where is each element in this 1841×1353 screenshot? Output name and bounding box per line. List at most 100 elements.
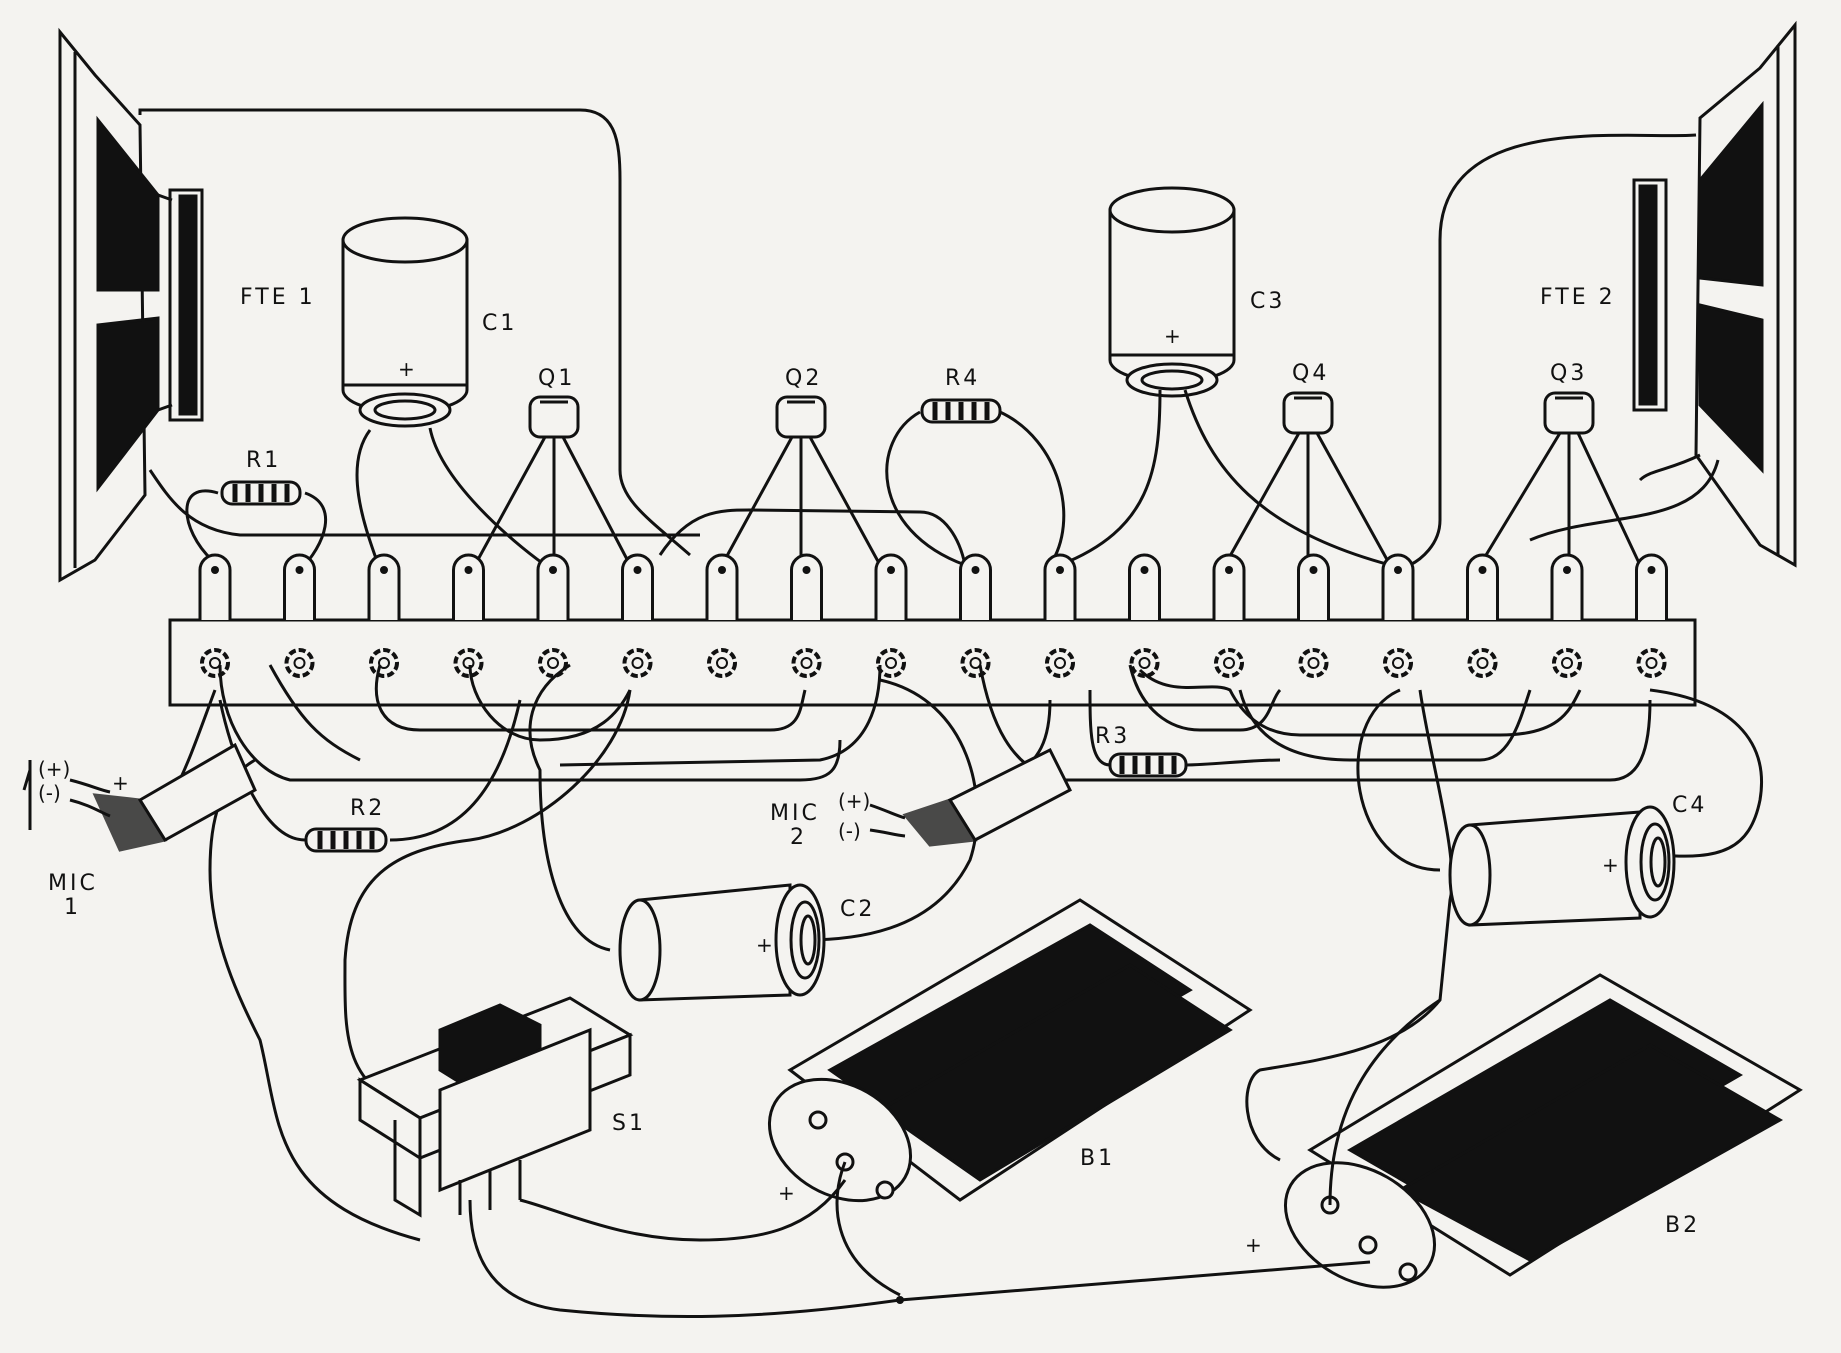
- label-fte2: FTE 2: [1540, 285, 1616, 310]
- terminal-lug: [1297, 553, 1330, 620]
- terminal-lug: [1466, 553, 1499, 620]
- terminal-lug-hole: [1225, 566, 1233, 574]
- terminal-lug-hole: [1140, 566, 1149, 574]
- label-s1: S1: [612, 1111, 646, 1136]
- terminal-eyelet-hole: [1054, 657, 1066, 669]
- label-q3: Q3: [1550, 361, 1587, 386]
- terminal-lug-hole: [211, 566, 219, 574]
- bottom-wires: [208, 663, 1763, 1242]
- terminal-lug-hole: [380, 566, 388, 574]
- label-mic2-line2: 2: [790, 825, 807, 850]
- resistor-r1: [185, 480, 327, 572]
- terminal-lug: [1635, 553, 1668, 620]
- label-r2: R2: [350, 796, 385, 821]
- label-r3: R3: [1095, 724, 1130, 749]
- terminal-lug-hole: [1647, 566, 1656, 574]
- resistor-r3: [1088, 689, 1281, 778]
- terminal-eyelet-hole: [293, 657, 306, 669]
- terminal-eyelet-hole: [716, 657, 728, 669]
- label-c2: C2: [840, 897, 875, 922]
- capacitor-c2: [618, 883, 826, 1002]
- c4-plus-sign: +: [1602, 853, 1619, 877]
- capacitor-c1: [341, 216, 469, 428]
- battery-holder-b2: [1283, 973, 1803, 1289]
- label-mic2-line1: MIC: [770, 801, 820, 826]
- terminal-eyelet-hole: [1307, 657, 1320, 669]
- terminal-eyelet-hole: [1561, 657, 1573, 669]
- label-b1: B1: [1080, 1146, 1115, 1171]
- terminal-eyelet-hole: [1476, 657, 1489, 669]
- label-r4: R4: [945, 366, 980, 391]
- terminal-lug-hole: [1309, 566, 1318, 574]
- terminal-lug: [790, 553, 823, 620]
- mic1-plus-label: (+): [38, 757, 70, 781]
- terminal-eyelet-hole: [631, 657, 644, 669]
- capacitor-c3: [1108, 186, 1236, 398]
- b1-plus-sign: +: [778, 1181, 795, 1205]
- terminal-lug-hole: [971, 566, 980, 574]
- label-fte1: FTE 1: [240, 285, 316, 310]
- switch-s1: [356, 996, 634, 1218]
- terminal-eyelet-hole: [378, 657, 390, 669]
- label-q1: Q1: [538, 366, 575, 391]
- terminal-lug-hole: [295, 566, 304, 574]
- label-q2: Q2: [785, 366, 822, 391]
- terminal-lug-hole: [718, 566, 726, 574]
- terminal-lug: [621, 553, 654, 620]
- c3-plus-sign: +: [1164, 324, 1181, 348]
- resistor-r2: [218, 699, 522, 853]
- terminal-eyelet-hole: [1392, 657, 1404, 669]
- mic2-minus-label: (-): [838, 819, 861, 843]
- terminal-eyelets: [200, 648, 1667, 678]
- mic2-cable: [869, 747, 1072, 847]
- terminal-lug: [874, 553, 908, 620]
- mic1-plus-sign: +: [112, 771, 129, 795]
- terminal-lug: [198, 553, 232, 620]
- resistor-r4: [885, 398, 1066, 567]
- terminal-lug-hole: [887, 566, 895, 574]
- terminal-lug-hole: [1056, 566, 1064, 574]
- c1-plus-sign: +: [398, 357, 415, 381]
- terminal-eyelet-hole: [1645, 657, 1658, 669]
- battery-holder-b1: [767, 898, 1253, 1297]
- speaker-fte2: [1632, 20, 1797, 568]
- capacitor-c4: [1448, 805, 1676, 927]
- terminal-lug-hole: [464, 566, 473, 574]
- terminal-lug-hole: [1563, 566, 1571, 574]
- terminal-eyelet-hole: [547, 657, 559, 669]
- c2-plus-sign: +: [756, 933, 773, 957]
- transistor-q1: [473, 395, 632, 566]
- label-c1: C1: [482, 311, 517, 336]
- label-b2: B2: [1665, 1213, 1700, 1238]
- transistor-q4: [1223, 391, 1392, 566]
- label-q4: Q4: [1292, 361, 1329, 386]
- terminal-lug: [1043, 553, 1077, 620]
- terminal-lug: [959, 553, 992, 620]
- terminal-lug-hole: [633, 566, 642, 574]
- terminal-eyelet-hole: [1138, 657, 1151, 669]
- terminal-eyelet-hole: [209, 657, 221, 669]
- mic1-cable: [22, 689, 257, 852]
- transistor-q3: [1478, 391, 1642, 566]
- terminal-lug: [1212, 553, 1246, 620]
- terminal-eyelet-hole: [969, 657, 982, 669]
- label-c3: C3: [1250, 289, 1285, 314]
- terminal-lugs: [198, 553, 1668, 620]
- terminal-lug: [705, 553, 739, 620]
- mic1-minus-label: (-): [38, 781, 61, 805]
- terminal-lug: [1381, 553, 1415, 620]
- label-mic1-line2: 1: [64, 895, 81, 920]
- terminal-eyelet-hole: [885, 657, 897, 669]
- terminal-lug-hole: [802, 566, 811, 574]
- label-c4: C4: [1672, 793, 1707, 818]
- terminal-lug: [452, 553, 485, 620]
- power-wires: [468, 998, 1441, 1319]
- terminal-lug: [283, 553, 316, 620]
- terminal-eyelet-hole: [800, 657, 813, 669]
- label-mic1-line1: MIC: [48, 871, 98, 896]
- transistor-q2: [720, 395, 882, 566]
- speaker-fte1: [58, 27, 204, 583]
- label-r1: R1: [246, 448, 281, 473]
- terminal-lug: [1550, 553, 1584, 620]
